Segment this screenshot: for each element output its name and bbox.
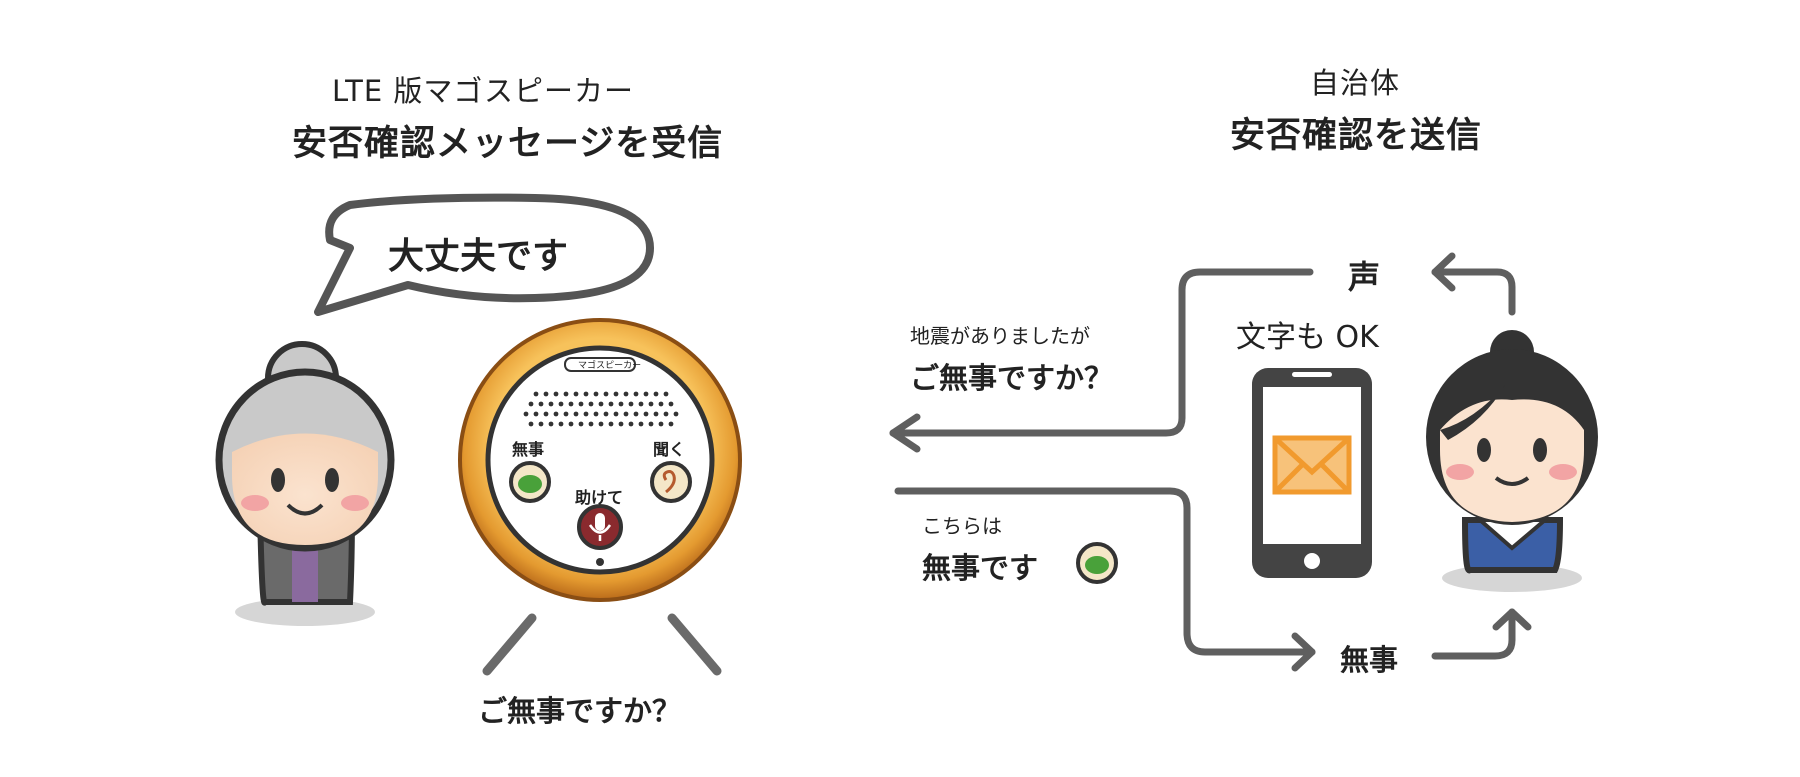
- municipal-officer-illustration: [1426, 330, 1598, 592]
- help-button-label: 助けて: [575, 488, 624, 507]
- safe-button-label: 無事: [512, 440, 545, 459]
- announcement-text: ご無事ですか？: [478, 694, 682, 728]
- listen-button: [650, 461, 692, 503]
- safe-button: [509, 461, 551, 503]
- outgoing-message-main: ご無事ですか？: [910, 361, 1114, 395]
- listen-button-label: 聞く: [653, 440, 686, 459]
- elderly-woman-illustration: [215, 341, 395, 626]
- reply-message-small: こちらは: [922, 514, 1002, 538]
- voice-label: 声: [1348, 258, 1381, 296]
- sound-lines: [482, 613, 722, 676]
- safe-icon: [1076, 542, 1118, 584]
- text-ok-label: 文字も OK: [1236, 320, 1379, 355]
- result-label: 無事: [1340, 643, 1399, 677]
- mail-icon: [1272, 435, 1352, 495]
- speech-bubble: [314, 193, 654, 316]
- speaker-brand-label: マゴスピーカー: [578, 361, 642, 371]
- help-button: [577, 504, 623, 550]
- left-title-line1: LTE 版マゴスピーカー: [332, 74, 634, 108]
- left-title-line2: 安否確認メッセージを受信: [292, 124, 724, 164]
- right-title-line2: 安否確認を送信: [1230, 116, 1483, 156]
- speech-bubble-text: 大丈夫です: [388, 236, 569, 277]
- flow-arrows: [889, 252, 1532, 672]
- speaker-device: [458, 318, 742, 602]
- right-title-line1: 自治体: [1310, 66, 1401, 100]
- outgoing-message-small: 地震がありましたが: [910, 324, 1090, 348]
- reply-message-main: 無事です: [922, 551, 1039, 585]
